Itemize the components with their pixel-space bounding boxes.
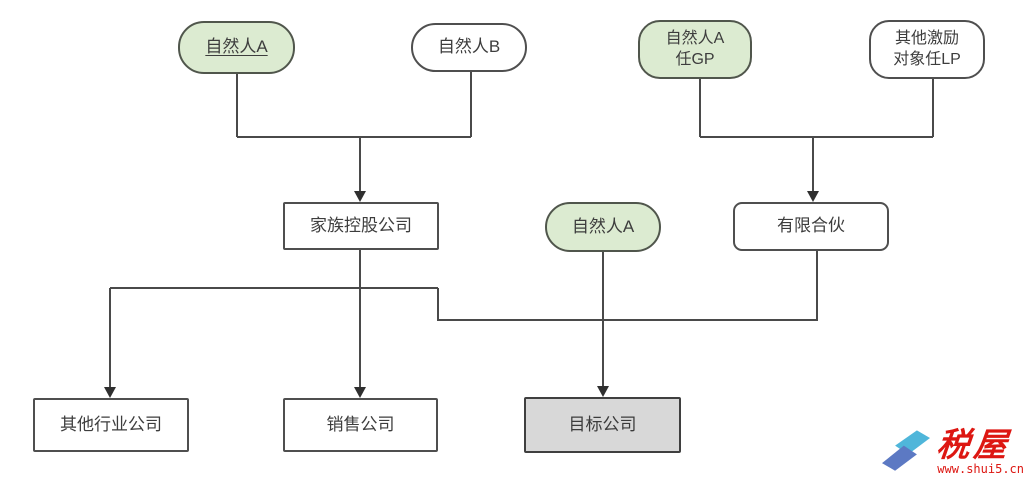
node-label-limited-partnership: 有限合伙 bbox=[777, 216, 845, 236]
node-label-natural-person-a-top: 自然人A bbox=[205, 37, 268, 57]
node-natural-person-b: 自然人B bbox=[411, 23, 527, 72]
arrowhead-into-limited-partnership bbox=[807, 191, 819, 202]
connector-family-holding-to-other-industry bbox=[109, 287, 438, 388]
node-label-target-company: 目标公司 bbox=[568, 414, 637, 434]
node-label-natural-person-a-middle: 自然人A bbox=[571, 216, 635, 236]
node-family-holding-company: 家族控股公司 bbox=[283, 202, 439, 250]
node-label-other-industry-company: 其他行业公司 bbox=[60, 414, 162, 434]
node-label-sales-company: 销售公司 bbox=[326, 414, 395, 434]
node-label-family-holding-company: 家族控股公司 bbox=[310, 215, 412, 235]
node-label-other-incentive-targets-as-lp: 其他激励 对象任LP bbox=[893, 29, 961, 68]
connector-gp-lp-to-limited-partnership bbox=[699, 79, 934, 192]
watermark-url-text: www.shui5.cn bbox=[937, 462, 1024, 476]
node-limited-partnership: 有限合伙 bbox=[733, 202, 889, 251]
node-natural-person-a-middle: 自然人A bbox=[545, 202, 661, 252]
node-label-natural-person-b: 自然人B bbox=[437, 37, 501, 57]
node-target-company: 目标公司 bbox=[524, 397, 681, 453]
node-label-natural-person-a-as-gp: 自然人A 任GP bbox=[665, 29, 725, 68]
node-sales-company: 销售公司 bbox=[283, 398, 438, 452]
arrowhead-into-target-company bbox=[597, 386, 609, 397]
node-other-incentive-targets-as-lp: 其他激励 对象任LP bbox=[869, 20, 985, 79]
shui5-s-logo-icon bbox=[882, 430, 931, 471]
site-watermark: 税屋 www.shui5.cn bbox=[877, 425, 1024, 476]
arrowhead-into-other-industry bbox=[104, 387, 116, 398]
arrowhead-into-family-holding bbox=[354, 191, 366, 202]
arrowhead-into-sales-company bbox=[354, 387, 366, 398]
node-other-industry-company: 其他行业公司 bbox=[33, 398, 189, 452]
node-natural-person-a-top: 自然人A bbox=[178, 21, 295, 74]
connector-personA-personB-to-family-holding bbox=[236, 72, 472, 192]
node-natural-person-a-as-gp: 自然人A 任GP bbox=[638, 20, 752, 79]
logo-bottom-band bbox=[882, 445, 918, 471]
watermark-brand-text: 税屋 bbox=[935, 425, 1014, 464]
connector-family-and-partnership-to-target bbox=[437, 251, 818, 321]
